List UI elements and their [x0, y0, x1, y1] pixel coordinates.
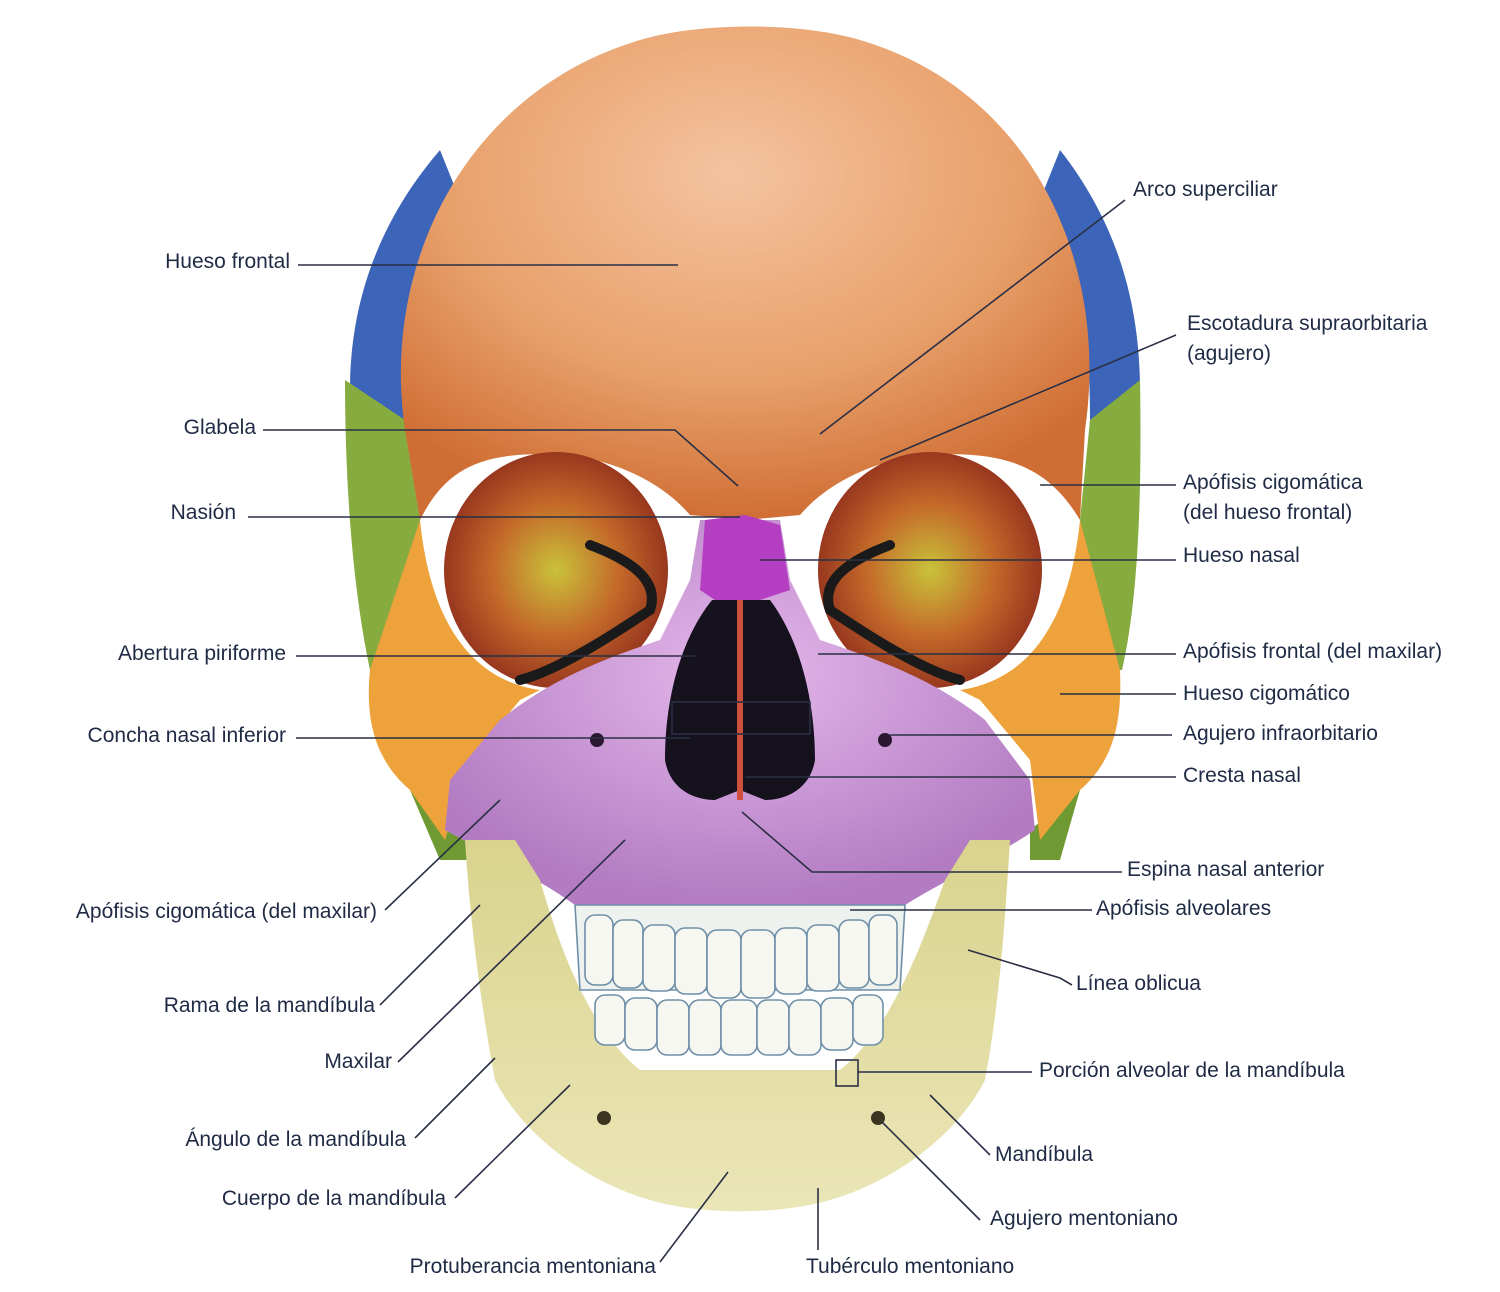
nasal-aperture-box: [671, 701, 811, 735]
label-mandibula: Mandíbula: [995, 1143, 1094, 1166]
nasal-bone: [700, 515, 790, 600]
mental-foramen-left: [597, 1111, 611, 1125]
leader-cuerpo-mandibula: [454, 1084, 571, 1199]
leader-angulo-mandibula: [414, 1057, 496, 1139]
porcion-alveolar-box: [835, 1059, 859, 1087]
leader-linea-oblicua: [967, 949, 1073, 986]
zygomatic-right: [960, 520, 1121, 840]
label-espina-nasal-anterior: Espina nasal anterior: [1127, 858, 1325, 881]
label-cresta-nasal: Cresta nasal: [1183, 764, 1301, 787]
label-protuberancia-mentoniana: Protuberancia mentoniana: [409, 1255, 656, 1278]
label-agujero-infraorbitario: Agujero infraorbitario: [1183, 722, 1378, 745]
label-hueso-frontal: Hueso frontal: [165, 250, 290, 273]
leader-mandibula: [929, 1094, 991, 1156]
leader-maxilar: [397, 839, 626, 1063]
label-abertura-piriforme: Abertura piriforme: [117, 642, 286, 665]
label-nasion: Nasión: [170, 501, 236, 524]
label-angulo-mandibula: Ángulo de la mandíbula: [185, 1128, 406, 1151]
infraorbital-foramen-left: [590, 733, 604, 747]
leader-escotadura: [879, 334, 1177, 461]
label-concha-nasal-inferior: Concha nasal inferior: [87, 724, 286, 747]
leader-protuberancia: [659, 1171, 729, 1263]
mental-foramen-right: [871, 1111, 885, 1125]
label-apofisis-cigomatica-frontal-line2: (del hueso frontal): [1183, 501, 1353, 524]
leader-agujero-mentoniano: [881, 1121, 981, 1221]
label-escotadura-line2: (agujero): [1187, 342, 1272, 365]
label-porcion-alveolar: Porción alveolar de la mandíbula: [1039, 1059, 1345, 1082]
orbit-right-fissure: [823, 540, 965, 685]
label-escotadura-line1: Escotadura supraorbitaria: [1187, 312, 1428, 335]
label-linea-oblicua: Línea oblicua: [1076, 972, 1201, 995]
label-arco-superciliar: Arco superciliar: [1133, 178, 1278, 201]
leader-espina-nasal: [741, 811, 1122, 873]
sphenoid-lower-right: [1030, 790, 1080, 860]
label-cuerpo-mandibula: Cuerpo de la mandíbula: [221, 1187, 446, 1210]
frontal-bone: [400, 26, 1090, 520]
label-glabela: Glabela: [183, 416, 256, 439]
teeth: [574, 904, 906, 1056]
label-apofisis-cigomatica-maxilar: Apófisis cigomática (del maxilar): [75, 900, 377, 923]
leader-arco-superciliar: [819, 199, 1126, 435]
parietal-left: [350, 150, 460, 420]
leader-apofisis-cigomatica-maxilar: [384, 799, 501, 911]
label-hueso-nasal: Hueso nasal: [1183, 544, 1300, 567]
orbit-right: [818, 452, 1042, 688]
leader-lines: [248, 199, 1177, 1263]
label-rama-mandibula: Rama de la mandíbula: [163, 994, 375, 1017]
label-hueso-cigomatico: Hueso cigomático: [1183, 682, 1350, 705]
zygomatic-left: [368, 520, 540, 840]
parietal-right: [1040, 150, 1140, 420]
infraorbital-foramen-right: [878, 733, 892, 747]
label-tuberculo-mentoniano: Tubérculo mentoniano: [806, 1255, 1015, 1278]
label-apofisis-cigomatica-frontal-line1: Apófisis cigomática: [1183, 471, 1363, 494]
label-agujero-mentoniano: Agujero mentoniano: [990, 1207, 1178, 1230]
leader-glabela: [263, 429, 739, 487]
label-maxilar: Maxilar: [324, 1050, 392, 1073]
orbit-left-fissure: [515, 540, 657, 685]
label-apofisis-frontal-maxilar: Apófisis frontal (del maxilar): [1183, 640, 1443, 663]
label-apofisis-alveolares: Apófisis alveolares: [1096, 897, 1272, 920]
leader-rama-mandibula: [379, 904, 481, 1006]
